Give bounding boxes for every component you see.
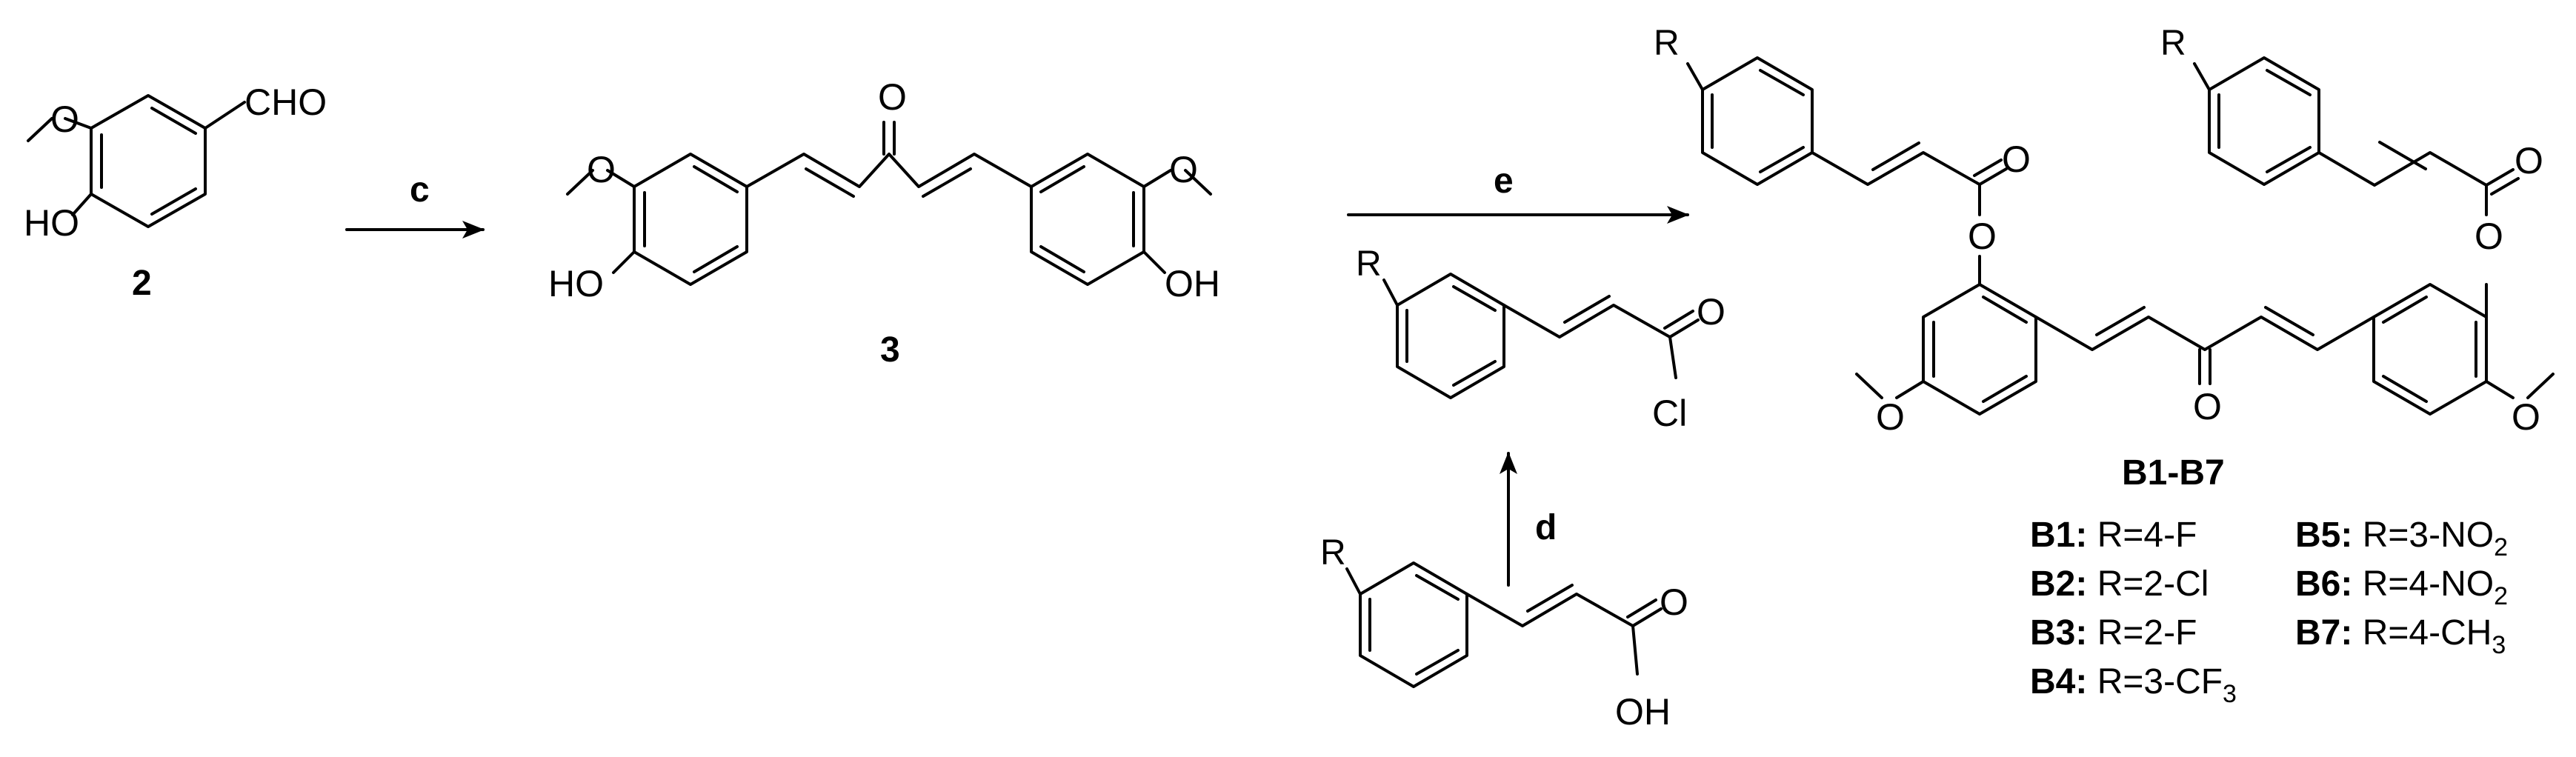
compound-id: B7: bbox=[2295, 613, 2363, 653]
substituent-subscript: 3 bbox=[2223, 680, 2237, 708]
compound-id: B4: bbox=[2030, 662, 2097, 701]
substituent-value: R=2-Cl bbox=[2097, 564, 2209, 604]
ketone-oxygen: O bbox=[878, 76, 907, 118]
step-e-label: e bbox=[1494, 161, 1514, 201]
compound-id: B5: bbox=[2295, 516, 2363, 555]
cinnamoyl-chloride: R O Cl bbox=[1356, 244, 1725, 434]
product-methoxy-right: O bbox=[2512, 396, 2540, 438]
product-ketone-oxygen: O bbox=[2193, 386, 2222, 427]
hydroxyl-label: HO bbox=[24, 202, 79, 244]
substituent-row: B6: R=4-NO2 bbox=[2295, 564, 2508, 610]
substituent-value: R=2-F bbox=[2097, 613, 2197, 653]
substituent-row: B5: R=3-NO2 bbox=[2295, 516, 2508, 561]
methoxy-oxygen-right: O bbox=[1169, 149, 1198, 190]
r-group-label-acid: R bbox=[1320, 533, 1346, 573]
compound-2-vanillin: O HO CHO 2 bbox=[24, 81, 327, 303]
ester-oxygen-carbonyl-left: O bbox=[2002, 139, 2031, 180]
arrow-c: c bbox=[345, 170, 485, 239]
ester-oxygen-carbonyl-right: O bbox=[2515, 140, 2543, 181]
products-label: B1-B7 bbox=[2122, 453, 2225, 493]
substituent-value: R=4-CH bbox=[2363, 613, 2492, 653]
hydroxyl-right: OH bbox=[1165, 263, 1220, 304]
compound-id: B3: bbox=[2030, 613, 2097, 653]
product-b1-b7: R O O O O O O O R B1-B7 bbox=[1654, 24, 2555, 493]
methoxy-oxygen-left: O bbox=[587, 149, 616, 190]
chlorine-label: Cl bbox=[1652, 393, 1687, 434]
compound-3: O HO O O OH 3 bbox=[548, 76, 1220, 370]
ester-oxygen-right: O bbox=[2475, 216, 2503, 257]
r-group-label: R bbox=[1356, 244, 1382, 284]
compound-id: B1: bbox=[2030, 516, 2097, 555]
substituent-row: B7: R=4-CH3 bbox=[2295, 613, 2506, 659]
ester-oxygen-left: O bbox=[1968, 216, 1997, 257]
substituent-value: R=4-NO bbox=[2363, 564, 2494, 604]
compound-id: B6: bbox=[2295, 564, 2363, 604]
substituent-value: R=3-NO bbox=[2363, 516, 2494, 555]
arrow-d: d bbox=[1500, 452, 1557, 587]
substituent-row: B4: R=3-CF3 bbox=[2030, 662, 2237, 708]
acid-carbonyl-oxygen: O bbox=[1660, 581, 1688, 623]
step-c-label: c bbox=[410, 170, 430, 210]
compound-id: B2: bbox=[2030, 564, 2097, 604]
r-group-top-right: R bbox=[2160, 24, 2186, 63]
aldehyde-label: CHO bbox=[244, 81, 327, 123]
substituent-row: B2: R=2-Cl bbox=[2030, 564, 2209, 604]
substituent-subscript: 2 bbox=[2494, 582, 2508, 610]
arrow-e: e bbox=[1347, 161, 1689, 224]
substituent-value: R=3-CF bbox=[2097, 662, 2223, 701]
methoxy-oxygen: O bbox=[50, 99, 79, 140]
substituent-subscript: 3 bbox=[2492, 631, 2506, 659]
product-methoxy-left: O bbox=[1876, 396, 1905, 438]
acid-hydroxyl: OH bbox=[1615, 691, 1671, 733]
cinnamic-acid: R O OH bbox=[1320, 533, 1688, 733]
acyl-oxygen: O bbox=[1697, 291, 1725, 333]
substituent-row: B1: R=4-F bbox=[2030, 516, 2197, 555]
compound-2-label: 2 bbox=[132, 264, 152, 303]
compound-3-label: 3 bbox=[880, 330, 900, 370]
substituent-row: B3: R=2-F bbox=[2030, 613, 2197, 653]
r-group-top-left: R bbox=[1654, 24, 1680, 63]
substituent-value: R=4-F bbox=[2097, 516, 2197, 555]
hydroxyl-left: HO bbox=[548, 263, 604, 304]
step-d-label: d bbox=[1535, 508, 1557, 547]
substituent-subscript: 2 bbox=[2494, 533, 2508, 561]
